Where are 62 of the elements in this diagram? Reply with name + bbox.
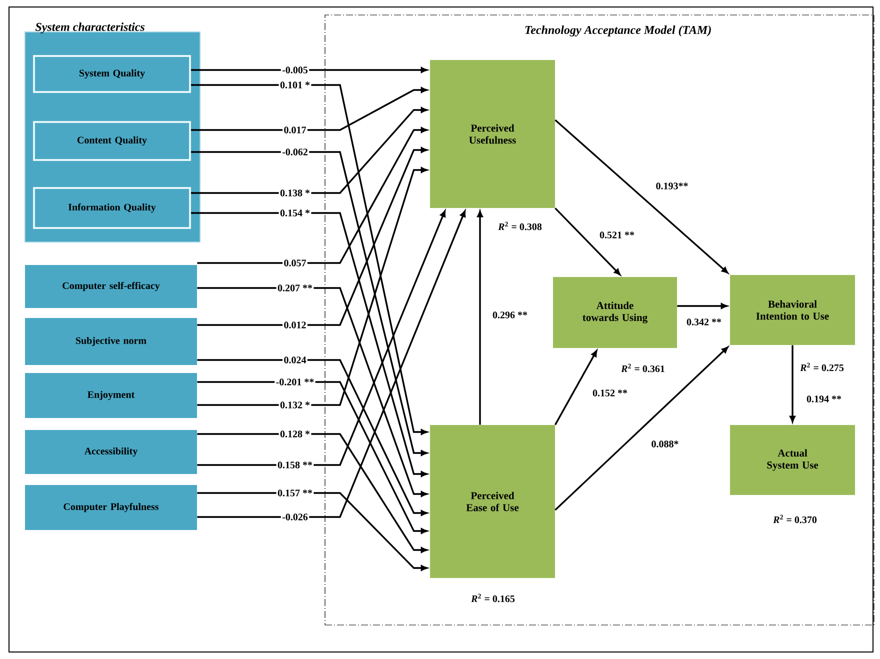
- edge-label: 0.101 *: [278, 80, 312, 90]
- arrow: [191, 107, 428, 194]
- edge-label: -0.062: [280, 147, 310, 157]
- factor-box: Subjective norm: [25, 318, 197, 365]
- edge-label: 0.296 **: [491, 310, 529, 320]
- factor-box: Enjoyment: [25, 373, 197, 418]
- arrow: [197, 127, 428, 264]
- edge-label: 0.024: [282, 355, 308, 365]
- edge-label: 0.132 *: [278, 400, 312, 410]
- edge-label: 0.193**: [654, 181, 690, 191]
- factor-box: Computer self-efficacy: [25, 265, 197, 308]
- arrow: [191, 87, 428, 131]
- edge-label: -0.026: [280, 512, 310, 522]
- arrow: [677, 303, 728, 309]
- construct-box: Behavioral Intention to Use: [730, 275, 855, 345]
- group-heading: System characteristics: [35, 22, 144, 34]
- edge-label: 0.158 **: [276, 460, 314, 470]
- edge-label: 0.012: [282, 320, 308, 330]
- arrow: [197, 210, 466, 518]
- arrow: [197, 147, 428, 326]
- edge-label: -0.201 **: [274, 377, 316, 387]
- edge-label: 0.152 **: [591, 388, 629, 398]
- edge-label: 0.138 *: [278, 188, 312, 198]
- arrow: [197, 359, 428, 516]
- edge-label: 0.088*: [650, 439, 680, 449]
- r-squared-label: R$^{2}$ = 0.275: [800, 362, 844, 372]
- arrow: [554, 208, 620, 276]
- arrow: [554, 119, 728, 274]
- edge-label: 0.154 *: [278, 208, 312, 218]
- edge-label: 0.157 **: [276, 488, 314, 498]
- factor-box: System Quality: [33, 55, 191, 93]
- arrow: [191, 84, 428, 435]
- edge-label: 0.207 **: [276, 283, 314, 293]
- r-squared-label: R$^{2}$ = 0.370: [773, 514, 817, 524]
- r-squared-label: R$^{2}$ = 0.165: [471, 594, 515, 602]
- edge-label: -0.005: [280, 65, 310, 75]
- arrow: [790, 345, 796, 422]
- arrow: [197, 287, 428, 497]
- edge-label: 0.521 **: [598, 230, 636, 240]
- edge-label: 0.194 **: [805, 394, 843, 404]
- arrow: [477, 210, 483, 425]
- arrow: [554, 346, 728, 511]
- group-heading: Technology Acceptance Model (TAM): [525, 26, 711, 36]
- construct-box: Actual System Use: [730, 425, 855, 495]
- arrow: [554, 350, 598, 426]
- factor-box: Computer Playfulness: [25, 485, 197, 530]
- arrow: [191, 151, 428, 456]
- arrow: [197, 433, 428, 553]
- r-squared-label: R$^{2}$ = 0.361: [621, 364, 664, 372]
- construct-box: Perceived Usefulness: [430, 60, 555, 208]
- construct-box: Perceived Ease of Use: [430, 425, 555, 578]
- factor-box: Accessibility: [25, 430, 197, 474]
- edge-label: 0.128 *: [278, 429, 312, 439]
- edge-label: 0.017: [282, 125, 308, 135]
- construct-box: Attitude towards Using: [553, 277, 677, 348]
- arrow: [197, 167, 428, 406]
- arrow: [191, 67, 428, 73]
- r-squared-label: R$^{2}$ = 0.308: [498, 222, 542, 230]
- factor-box: Content Quality: [33, 121, 191, 161]
- edge-label: 0.342 **: [685, 317, 723, 327]
- edge-label: 0.057: [282, 258, 308, 268]
- factor-box: Information Quality: [33, 187, 191, 229]
